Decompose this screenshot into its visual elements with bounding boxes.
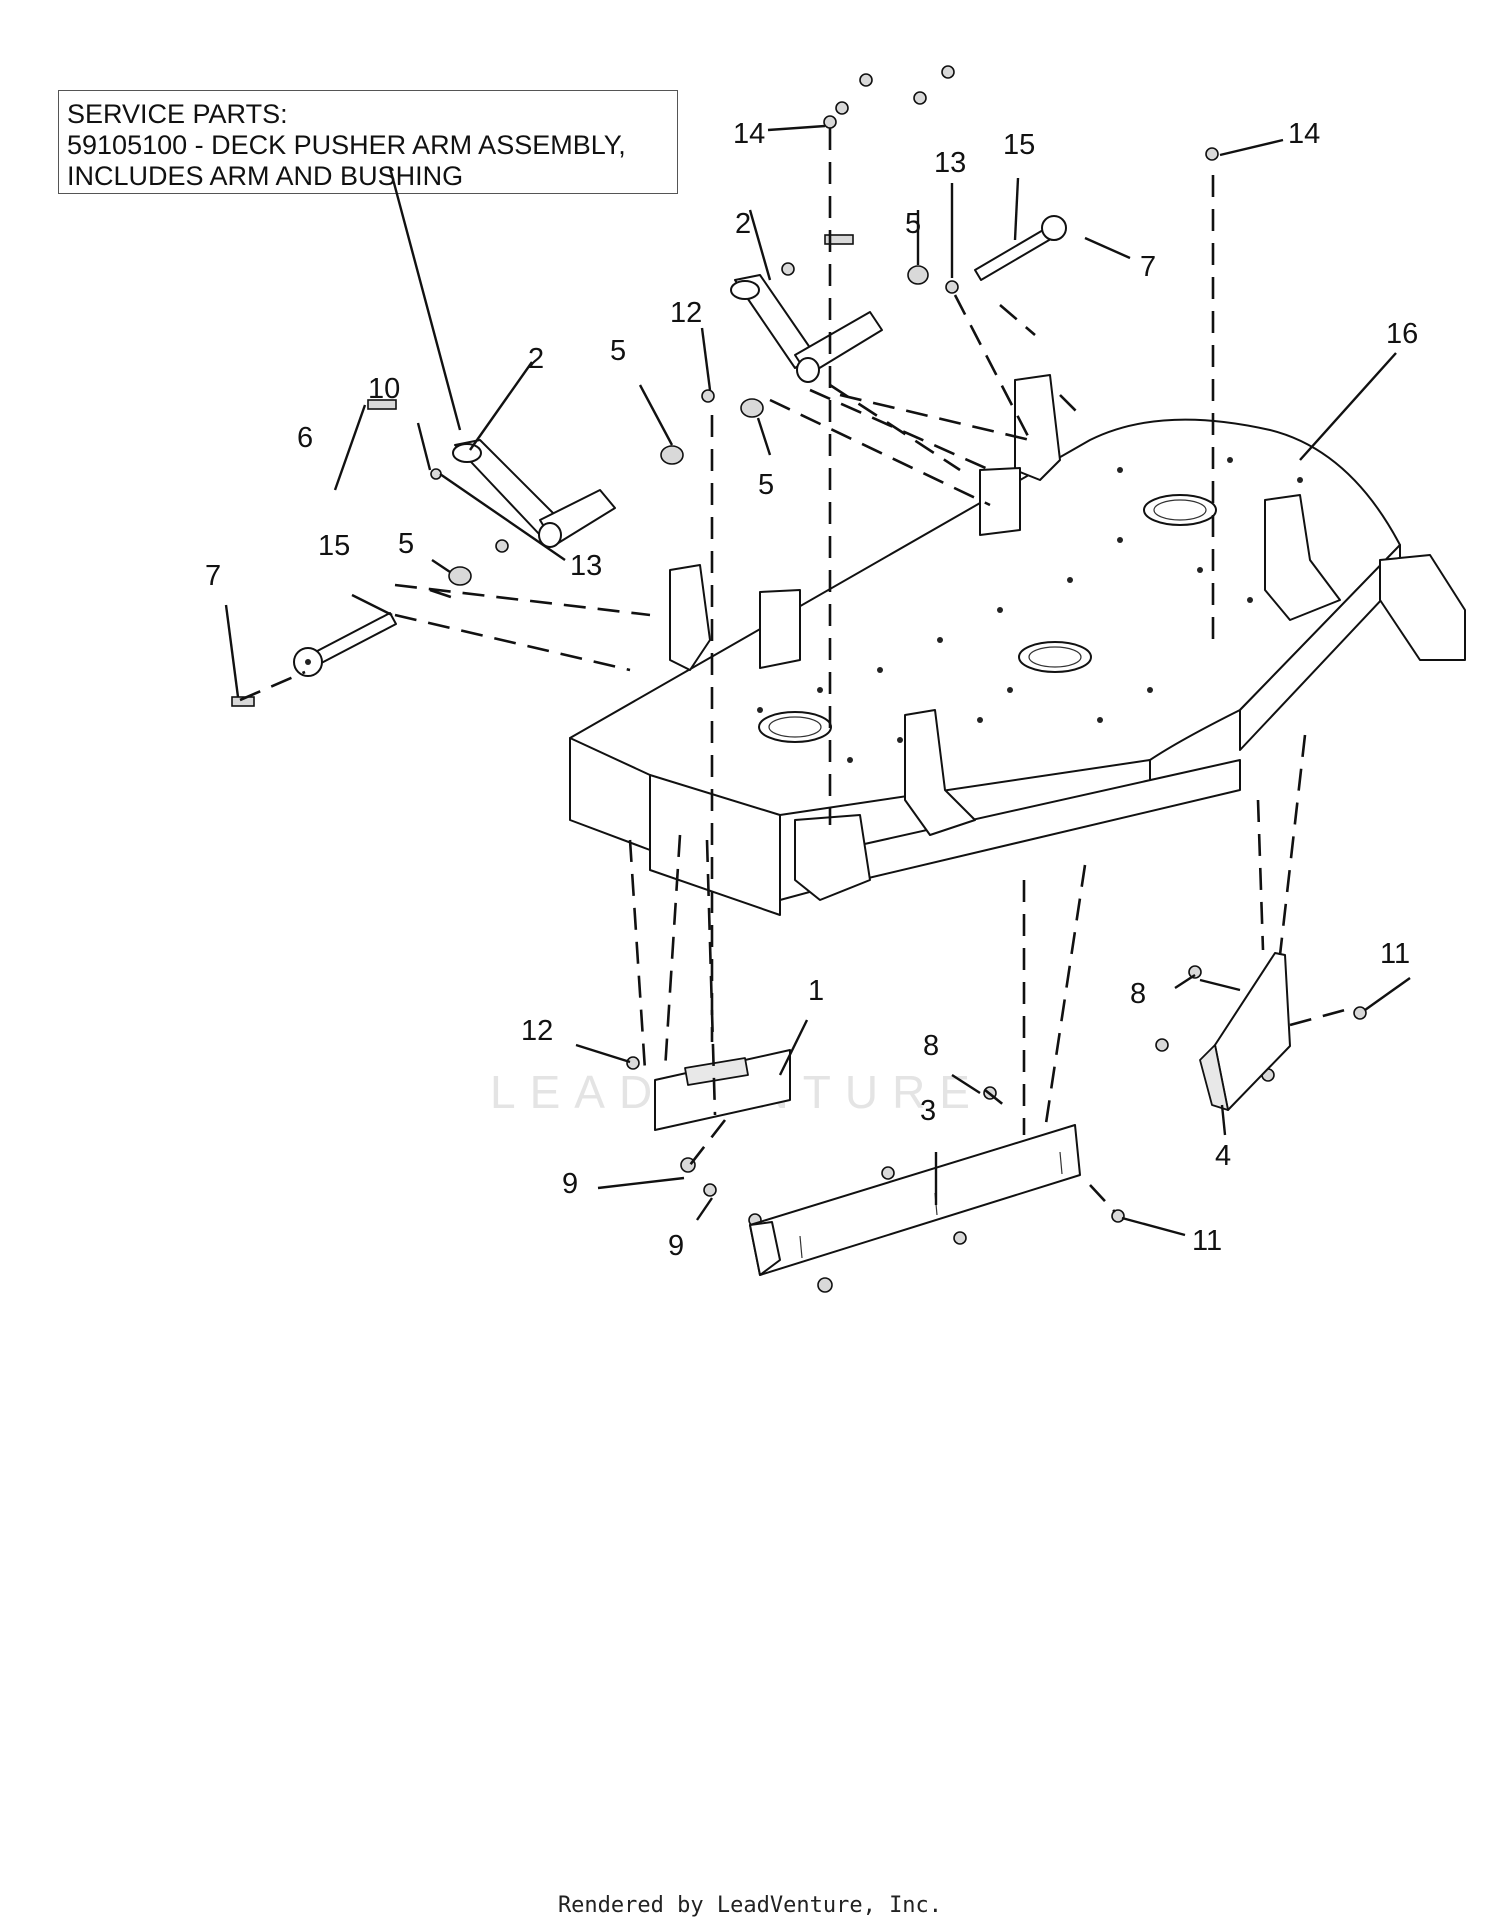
callout-5-middle: 5 [610,335,626,367]
callout-7-right: 7 [1140,251,1156,283]
callout-9-upper: 9 [562,1168,578,1200]
service-parts-line-2: 59105100 - DECK PUSHER ARM ASSEMBLY, [67,130,626,160]
callout-11-right: 11 [1380,938,1410,970]
callout-9-lower: 9 [668,1230,684,1262]
baffle-plate-4[interactable] [1199,952,1291,1111]
callout-7-left: 7 [205,560,221,592]
pusher-arm-right[interactable] [730,274,883,383]
leader-lines [224,124,1411,1237]
baffle-plate-3[interactable] [749,1124,1081,1276]
callout-2-left-arm: 2 [528,343,544,375]
service-parts-note: SERVICE PARTS: 59105100 - DECK PUSHER AR… [58,90,678,194]
callout-13-top: 13 [934,147,966,179]
callout-12-top: 12 [670,297,702,329]
callout-1: 1 [808,975,824,1007]
assembly-lines [239,128,1346,1213]
callout-3: 3 [920,1095,936,1127]
service-parts-line-3: INCLUDES ARM AND BUSHING [67,161,464,191]
callout-14-top-left: 14 [733,118,765,150]
pin-left[interactable] [293,612,397,677]
pin-right[interactable] [974,215,1067,281]
callout-15-top: 15 [1003,129,1035,161]
callout-5-lower: 5 [758,469,774,501]
service-parts-title: SERVICE PARTS: [67,99,288,129]
callout-labels: 14 14 15 15 13 13 2 2 5 5 5 5 7 7 16 12 … [205,118,1418,1262]
mower-deck[interactable] [569,374,1466,916]
baffle-plate-1[interactable] [654,1049,791,1131]
callout-11-bottom: 11 [1192,1225,1222,1257]
callout-16-deck: 16 [1386,318,1418,350]
footer-credit: Rendered by LeadVenture, Inc. [557,1893,943,1918]
callout-5-left: 5 [398,528,414,560]
callout-12-bottom: 12 [521,1015,553,1047]
callout-4: 4 [1215,1140,1231,1172]
callout-8-center: 8 [923,1030,939,1062]
bushings[interactable] [448,265,929,586]
callout-2-right-arm: 2 [735,208,751,240]
callout-15-left: 15 [318,530,350,562]
callout-14-top-right: 14 [1288,118,1320,150]
callout-13-left: 13 [570,550,602,582]
callout-10: 10 [368,373,400,405]
pusher-arm-left[interactable] [452,439,616,548]
callout-8-right: 8 [1130,978,1146,1010]
callout-5-top: 5 [905,208,921,240]
callout-6: 6 [297,422,313,454]
